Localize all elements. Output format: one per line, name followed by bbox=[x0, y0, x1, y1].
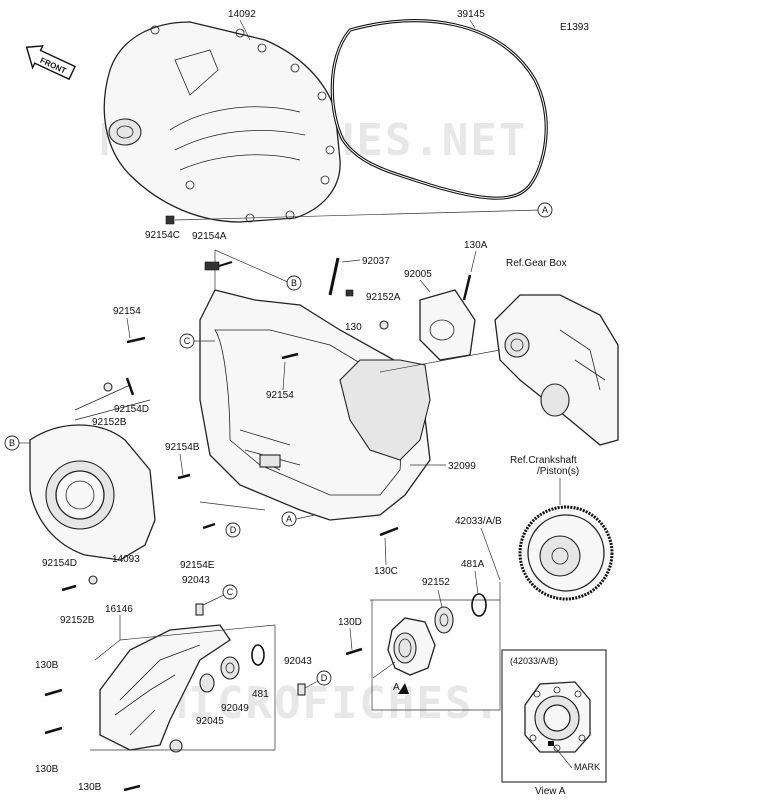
svg-text:A: A bbox=[542, 205, 548, 215]
part-label-92045: 92045 bbox=[196, 716, 224, 727]
part-label-92152A: 92152A bbox=[366, 292, 401, 303]
part-label-A-arrow: A bbox=[393, 682, 400, 693]
ref-gear-box: Ref.Gear Box bbox=[506, 258, 567, 269]
part-label-130B-lower: 130B bbox=[78, 782, 102, 793]
part-label-92154E: 92154E bbox=[180, 560, 215, 571]
seal-92049-icon bbox=[220, 656, 240, 680]
front-arrow-icon: FRONT bbox=[25, 45, 76, 81]
part-label-92154-left: 92154 bbox=[113, 306, 141, 317]
part-label-130A: 130A bbox=[464, 240, 488, 251]
bolt-92154A-icon bbox=[204, 261, 220, 271]
diagram-code: E1393 bbox=[560, 22, 589, 33]
view-a-box: (42033/A/B) MARK View A bbox=[501, 649, 607, 797]
callout-d-case: D bbox=[225, 522, 241, 538]
part-label-39145: 39145 bbox=[457, 9, 485, 20]
circlip-481-icon bbox=[251, 644, 265, 666]
seal-92045-icon bbox=[199, 673, 215, 693]
part-label-14092: 14092 bbox=[228, 9, 256, 20]
part-label-92049: 92049 bbox=[221, 703, 249, 714]
part-label-481A: 481A bbox=[461, 559, 485, 570]
part-label-92043-lower: 92043 bbox=[284, 656, 312, 667]
part-label-130B-upper: 130B bbox=[35, 660, 59, 671]
part-label-92152B-lower: 92152B bbox=[60, 615, 95, 626]
view-a-mark-label: MARK bbox=[574, 762, 600, 772]
bracket-16146 bbox=[99, 624, 231, 753]
svg-text:C: C bbox=[184, 336, 191, 346]
part-label-92037: 92037 bbox=[362, 256, 390, 267]
callout-b-left: B bbox=[4, 435, 20, 451]
washer-92152-icon bbox=[434, 606, 454, 634]
one-way-clutch-42033 bbox=[387, 617, 436, 676]
part-label-92154D-lower: 92154D bbox=[42, 558, 77, 569]
svg-text:A: A bbox=[286, 514, 292, 524]
part-label-92154B: 92154B bbox=[165, 442, 200, 453]
part-label-92154C: 92154C bbox=[145, 230, 180, 241]
gasket-39145 bbox=[330, 19, 548, 200]
circlip-481A-icon bbox=[471, 593, 487, 617]
clutch-cover-14092 bbox=[103, 21, 341, 223]
bolt-92154C-icon bbox=[165, 215, 175, 225]
crankcase-32099 bbox=[199, 289, 431, 521]
part-label-32099: 32099 bbox=[448, 461, 476, 472]
ref-crankshaft-line2: /Piston(s) bbox=[537, 466, 579, 477]
part-label-92005: 92005 bbox=[404, 269, 432, 280]
flywheel-reference bbox=[518, 505, 614, 601]
part-label-481: 481 bbox=[252, 689, 269, 700]
svg-text:C: C bbox=[227, 587, 234, 597]
part-label-14093: 14093 bbox=[112, 554, 140, 565]
callout-a-case: A bbox=[281, 511, 297, 527]
svg-text:B: B bbox=[291, 278, 297, 288]
part-label-92152B-upper: 92152B bbox=[92, 417, 127, 428]
part-label-92043-upper: 92043 bbox=[182, 575, 210, 586]
washer-92152A-icon bbox=[379, 320, 389, 330]
part-label-16146: 16146 bbox=[105, 604, 133, 615]
part-label-92152: 92152 bbox=[422, 577, 450, 588]
svg-text:D: D bbox=[230, 525, 237, 535]
svg-text:D: D bbox=[321, 673, 328, 683]
part-label-130C: 130C bbox=[374, 566, 398, 577]
part-label-130B-middle: 130B bbox=[35, 764, 59, 775]
gear-box-reference bbox=[494, 294, 619, 446]
callout-a-top: A bbox=[537, 202, 553, 218]
callout-c-lower: C bbox=[222, 584, 238, 600]
cover-14093 bbox=[29, 384, 156, 561]
callout-b-case: B bbox=[286, 275, 302, 291]
svg-text:B: B bbox=[9, 438, 15, 448]
ref-crankshaft-line1: Ref.Crankshaft bbox=[510, 455, 577, 466]
part-label-92154D-upper: 92154D bbox=[114, 404, 149, 415]
fitting-92005 bbox=[419, 289, 476, 361]
view-a-title: (42033/A/B) bbox=[510, 656, 558, 666]
part-label-130D: 130D bbox=[338, 617, 362, 628]
part-label-92154-center: 92154 bbox=[266, 390, 294, 401]
callout-d-lower: D bbox=[316, 670, 332, 686]
part-label-130: 130 bbox=[345, 322, 362, 333]
part-label-42033AB: 42033/A/B bbox=[455, 516, 502, 527]
part-label-92154A: 92154A bbox=[192, 231, 227, 242]
view-a-caption: View A bbox=[535, 786, 566, 797]
callout-c-case: C bbox=[179, 333, 195, 349]
